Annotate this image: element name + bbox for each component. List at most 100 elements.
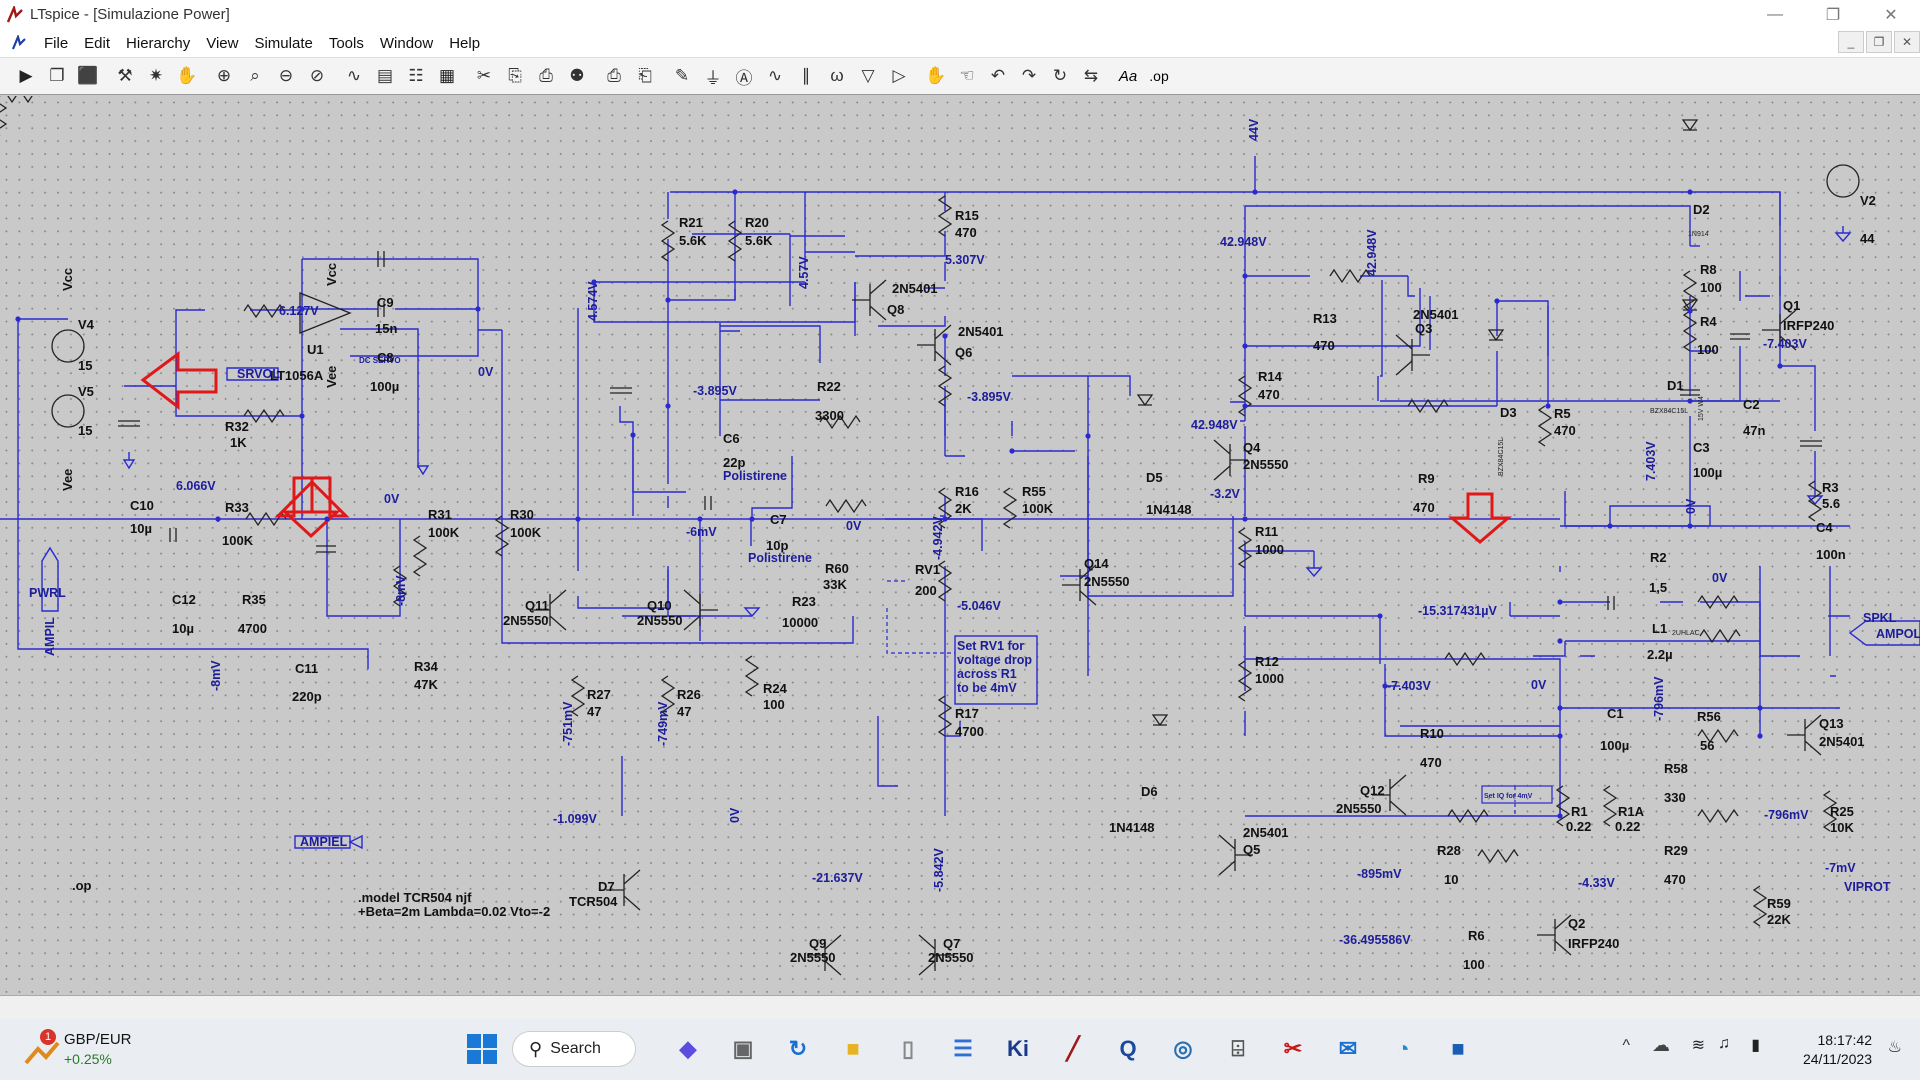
cut-icon[interactable]: ✂ (476, 66, 492, 85)
resistor-symbol[interactable] (1752, 885, 1768, 927)
resistor-symbol[interactable] (727, 220, 743, 262)
notepad-icon[interactable]: ▯ (901, 1036, 915, 1061)
transistor-symbol[interactable] (1537, 914, 1572, 956)
transistor-symbol[interactable] (532, 589, 567, 631)
zoom-in-icon[interactable]: ⊕ (216, 66, 232, 85)
move-hand-icon[interactable]: ✋ (925, 66, 947, 85)
resistor-symbol[interactable] (412, 535, 428, 577)
copilot-icon[interactable]: ◆ (679, 1036, 697, 1061)
resistor-symbol[interactable] (1002, 487, 1018, 529)
resistor-symbol[interactable] (243, 408, 285, 424)
calculator-icon[interactable]: ⌹ (1231, 1036, 1245, 1061)
waveform-icon[interactable]: ∿ (346, 66, 362, 85)
qgis-icon[interactable]: Q (1119, 1036, 1137, 1061)
diode-symbol[interactable] (1681, 119, 1699, 132)
label-net-icon[interactable]: Ⓐ (735, 68, 753, 88)
resistor-symbol[interactable] (392, 565, 408, 607)
resistor-symbol[interactable] (819, 414, 861, 430)
open-icon[interactable]: ❐ (49, 66, 65, 85)
minimize-icon[interactable]: — (1767, 5, 1783, 23)
resistor-symbol[interactable] (937, 487, 953, 529)
menu-tools[interactable]: Tools (328, 34, 364, 52)
resistor-symbol[interactable] (570, 675, 586, 717)
resistor-symbol[interactable] (1697, 594, 1739, 610)
diode-symbol[interactable] (1136, 394, 1154, 407)
close-icon[interactable]: ✕ (1884, 6, 1898, 24)
resistor-symbol[interactable] (1444, 651, 1486, 667)
resistor-symbol[interactable] (1807, 480, 1823, 522)
pan-hand-icon[interactable]: ✋ (176, 66, 198, 85)
resistor-symbol[interactable] (1697, 808, 1739, 824)
undo-icon[interactable]: ↶ (990, 66, 1006, 85)
resistor-symbol[interactable] (1682, 270, 1698, 312)
transistor-symbol[interactable] (1372, 774, 1407, 816)
resistor-icon[interactable]: ∿ (767, 66, 783, 85)
edge-icon[interactable]: ◔ (1396, 1036, 1410, 1061)
diode-icon[interactable]: ▽ (861, 66, 875, 85)
stock-widget[interactable]: 1 GBP/EUR +0.25% (22, 1027, 162, 1073)
save-icon[interactable]: ⬛ (77, 66, 99, 85)
menu-edit[interactable]: Edit (84, 34, 111, 52)
resistor-symbol[interactable] (825, 498, 867, 514)
find-icon[interactable]: ⚉ (569, 66, 585, 85)
resistor-symbol[interactable] (243, 303, 285, 319)
copy-icon[interactable]: ⎘ (508, 66, 522, 85)
transistor-symbol[interactable] (918, 934, 953, 976)
onedrive-cloud-icon[interactable]: ☁ (1652, 1035, 1670, 1055)
transistor-symbol[interactable] (1395, 334, 1430, 376)
globe-icon[interactable]: ◎ (1173, 1036, 1193, 1061)
transistor-symbol[interactable] (1787, 714, 1822, 756)
wifi-icon[interactable]: ≋ (1691, 1037, 1705, 1054)
mail-icon[interactable]: ✉ (1338, 1036, 1358, 1061)
snip-icon[interactable]: ✂ (1283, 1036, 1303, 1061)
print-icon[interactable]: ⎙ (607, 66, 621, 85)
menu-help[interactable]: Help (449, 34, 481, 52)
taskbar-search[interactable]: ⚲ Search (512, 1031, 636, 1067)
restore-icon[interactable]: ❐ (1825, 6, 1841, 24)
transistor-symbol[interactable] (1762, 309, 1797, 351)
resistor-symbol[interactable] (660, 675, 676, 717)
resistor-symbol[interactable] (1682, 310, 1698, 352)
edge-sync-icon[interactable]: ↻ (788, 1036, 808, 1061)
mirror-icon[interactable]: ⇆ (1083, 66, 1099, 85)
window-icon[interactable]: ▦ (438, 66, 456, 85)
resistor-symbol[interactable] (1697, 728, 1739, 744)
run-icon[interactable]: ▶ (19, 66, 33, 85)
kicad-icon[interactable]: Ki (1007, 1036, 1029, 1061)
resistor-symbol[interactable] (1555, 785, 1571, 827)
menu-hierarchy[interactable]: Hierarchy (126, 34, 191, 52)
clock[interactable]: 18:17:42 24/11/2023 (1803, 1031, 1872, 1069)
resistor-symbol[interactable] (937, 195, 953, 237)
notification-bell-icon[interactable]: ♨ (1887, 1039, 1902, 1056)
transistor-symbol[interactable] (606, 869, 641, 911)
transistor-symbol[interactable] (852, 279, 887, 321)
resistor-symbol[interactable] (937, 365, 953, 407)
menu-view[interactable]: View (206, 34, 239, 52)
diode-symbol[interactable] (1487, 329, 1505, 342)
doc-minimize-icon[interactable]: _ (1838, 31, 1864, 53)
outlook-icon[interactable]: ■ (1451, 1036, 1465, 1061)
windows-start-icon[interactable] (465, 1032, 499, 1066)
resistor-symbol[interactable] (1237, 375, 1253, 417)
redo-icon[interactable]: ↷ (1021, 66, 1037, 85)
resistor-symbol[interactable] (937, 560, 953, 602)
transistor-symbol[interactable] (1062, 564, 1097, 606)
inductor-icon[interactable]: ω (830, 66, 844, 85)
menu-simulate[interactable]: Simulate (254, 34, 313, 52)
ltspice-task-icon[interactable]: ╱ (1066, 1036, 1080, 1061)
resistor-symbol[interactable] (660, 220, 676, 262)
doc-restore-icon[interactable]: ❐ (1866, 31, 1892, 53)
spice-model-directive[interactable]: .model TCR504 njf (358, 890, 472, 905)
diode-symbol[interactable] (1151, 714, 1169, 727)
cascade-icon[interactable]: ☷ (408, 66, 424, 85)
rotate-icon[interactable]: ↻ (1052, 66, 1068, 85)
spice-model-params[interactable]: +Beta=2m Lambda=0.02 Vto=-2 (358, 904, 550, 919)
tile-icon[interactable]: ▤ (376, 66, 394, 85)
text-icon[interactable]: Aa (1118, 67, 1138, 85)
resistor-symbol[interactable] (1329, 268, 1371, 284)
zoom-fit-icon[interactable]: ⊘ (309, 66, 325, 85)
wire-pencil-icon[interactable]: ✎ (674, 66, 690, 85)
ground-icon[interactable]: ⏚ (704, 68, 722, 88)
transistor-symbol[interactable] (1218, 834, 1253, 876)
